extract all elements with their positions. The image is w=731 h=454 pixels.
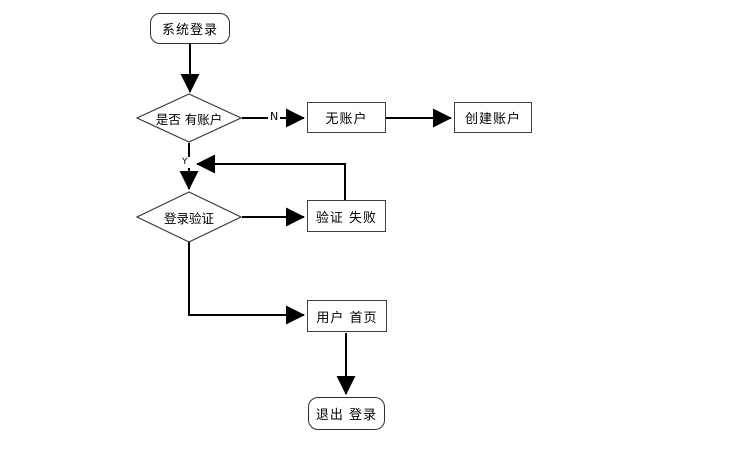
- edge-login-verify-to-user-home: [188, 242, 305, 325]
- edge-verify-fail-feedback: [196, 154, 346, 200]
- decision-login-verify-shape: [135, 191, 243, 243]
- node-create-account: 创建账户: [454, 102, 532, 133]
- decision-has-account-label: 是否 有账户: [155, 111, 223, 127]
- node-start-system-login: 系统登录: [150, 13, 230, 44]
- branch-label-no: N: [268, 110, 281, 123]
- decision-has-account-shape: [135, 93, 243, 143]
- node-no-account: 无账户: [307, 102, 386, 133]
- branch-label-yes: Y: [180, 157, 190, 168]
- node-verify-fail: 验证 失败: [307, 200, 386, 232]
- node-logout: 退出 登录: [308, 397, 385, 430]
- node-user-home: 用户 首页: [307, 300, 387, 332]
- decision-login-verify-label: 登录验证: [163, 210, 214, 226]
